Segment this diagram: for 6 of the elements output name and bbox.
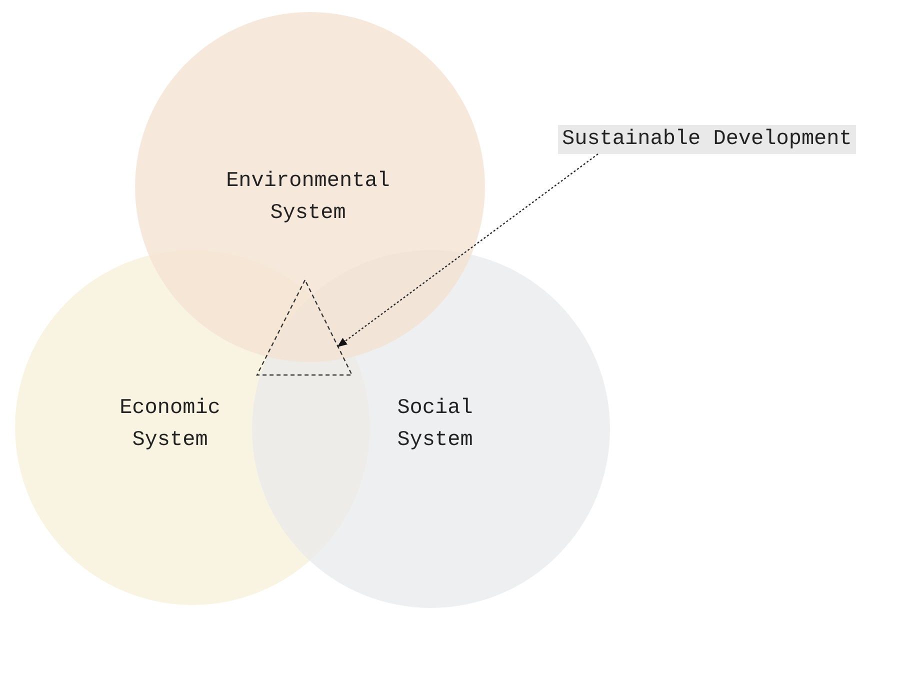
circle-label: Social System (396, 396, 474, 454)
dashed-triangle (255, 278, 355, 378)
circle-label: Environmental System (225, 169, 391, 227)
callout-label: Sustainable Development (558, 125, 856, 154)
leader-arrow (337, 154, 598, 348)
circle-label: Economic System (118, 396, 222, 454)
